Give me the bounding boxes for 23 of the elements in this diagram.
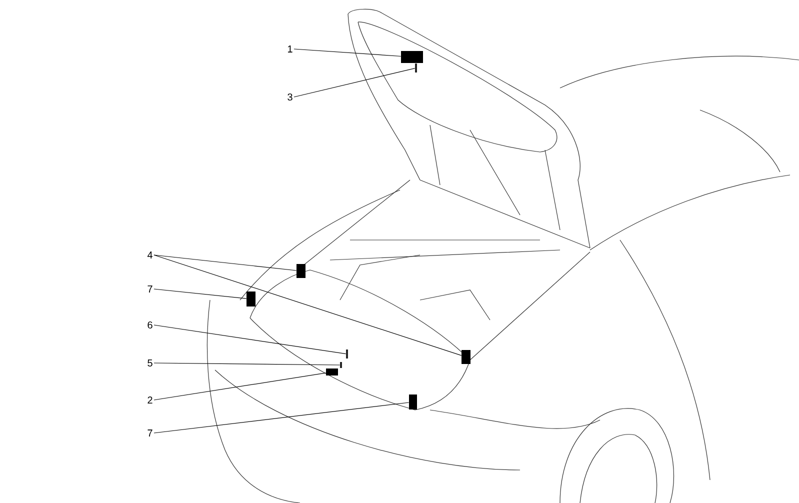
callout-number: 7 [148,286,152,292]
callout-number: 7 [148,430,152,436]
callout-number: 1 [288,46,292,52]
car-part [462,350,470,364]
leader-line [294,68,416,98]
car-part [246,292,256,306]
leader-line [154,254,297,271]
car-part [409,394,417,410]
callout-number: 4 [147,252,152,258]
leader-line [294,48,402,57]
leader-line [154,288,247,299]
callout-number: 6 [148,321,152,329]
leader-line [154,402,410,434]
leader-line [154,324,346,354]
leader-line [154,254,462,356]
car-part [401,51,423,63]
leader-line [154,372,326,400]
callout-number: 2 [148,396,152,404]
car-part [296,264,306,278]
callout-number: 5 [148,360,152,366]
car-part [326,368,338,376]
callout-number: 3 [288,93,292,101]
leader-line [154,362,340,366]
